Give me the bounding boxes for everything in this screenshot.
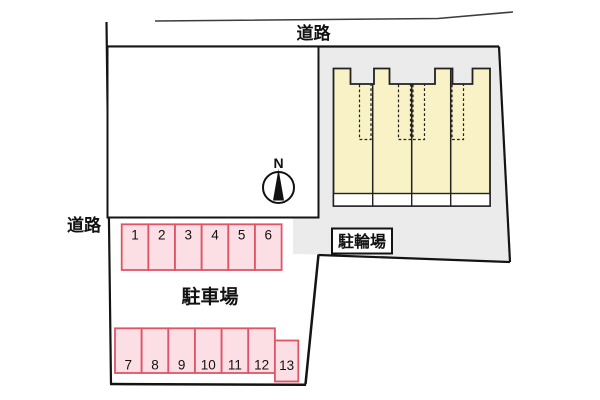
stall-2-number: 2 (158, 228, 166, 243)
stall-11-number: 11 (228, 358, 242, 373)
stall-12-number: 12 (254, 358, 269, 373)
stall-13 (273, 339, 300, 383)
stall-10 (194, 327, 223, 374)
stall-5 (227, 223, 256, 271)
balcony-unit-3 (411, 192, 452, 207)
stall-10-number: 10 (201, 358, 216, 373)
stall-13-number: 13 (279, 358, 294, 373)
entry-porch-dashed-1 (358, 84, 372, 141)
stall-7-number: 7 (125, 358, 133, 373)
road-top-label: 道路 (297, 23, 332, 43)
stall-9-number: 9 (178, 358, 186, 373)
stall-1-number: 1 (131, 228, 139, 243)
car-parking-label: 駐車場 (181, 285, 238, 308)
parcel-right-boundary (497, 46, 512, 263)
stall-8 (140, 327, 170, 374)
entry-porch-dashed-2 (397, 84, 412, 141)
stall-3-number: 3 (185, 228, 193, 243)
stall-9 (167, 327, 196, 374)
bicycle-parking-label: 駐輪場 (338, 232, 386, 251)
stall-6 (254, 223, 283, 271)
balcony-unit-2 (372, 192, 413, 207)
entry-porch-dashed-3 (412, 84, 426, 141)
parking-right-diagonal-boundary (304, 254, 320, 385)
road-left-label: 道路 (67, 215, 102, 235)
balcony-unit-4 (450, 192, 491, 207)
stall-8-number: 8 (151, 358, 159, 373)
entry-porch-dashed-4 (451, 84, 465, 141)
site-bottom-boundary (109, 382, 307, 387)
compass-needle-icon (273, 169, 284, 201)
stall-5-number: 5 (238, 228, 246, 243)
compass-north-label: N (273, 155, 283, 171)
compass: N (262, 155, 295, 204)
stall-4-number: 4 (211, 228, 219, 243)
stall-11 (220, 327, 250, 374)
stall-row-top: 1 2 3 4 5 6 (120, 223, 283, 271)
stall-row-bottom: 7 8 9 10 11 12 13 (114, 327, 300, 383)
balcony-unit-1 (332, 192, 374, 207)
road-top-edge-line (154, 11, 514, 22)
stall-6-number: 6 (265, 228, 273, 243)
parcel-bottom-boundary (318, 253, 511, 264)
bicycle-parking-box (331, 227, 393, 255)
